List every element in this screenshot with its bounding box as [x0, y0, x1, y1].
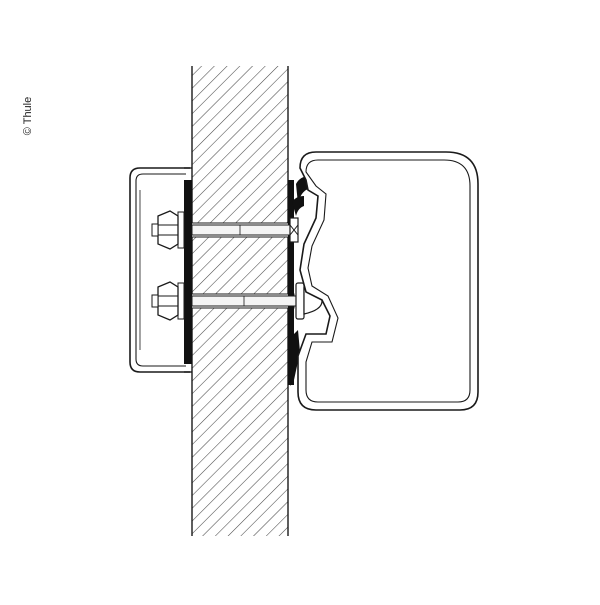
gasket — [288, 180, 294, 385]
copyright-text: © Thule — [22, 96, 34, 136]
upper-bolt — [151, 210, 299, 250]
lower-bolt — [151, 281, 323, 321]
bolt-icon — [289, 217, 299, 243]
awning-profile-icon — [297, 151, 479, 411]
hex-nut-icon — [151, 210, 179, 250]
bracket — [129, 167, 192, 373]
hex-nut-icon — [151, 281, 179, 321]
